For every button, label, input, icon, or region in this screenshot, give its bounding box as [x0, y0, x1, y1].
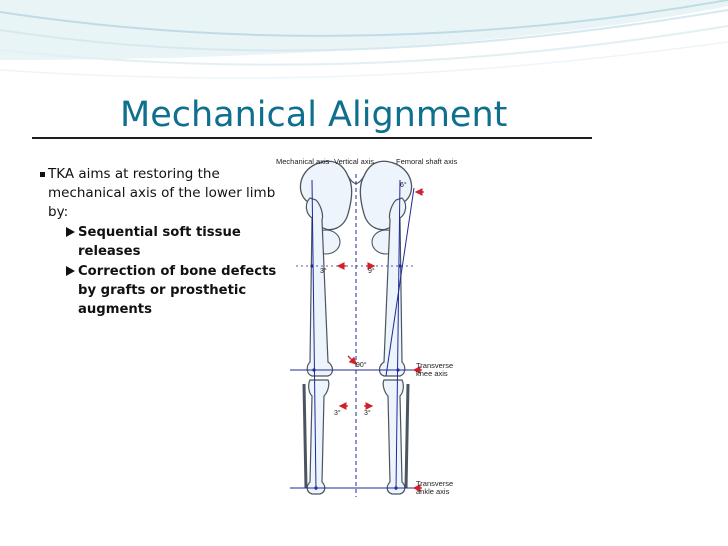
left-hip-angle: 3°	[320, 268, 327, 275]
femoral-shaft-angle: 6°	[400, 182, 407, 189]
right-hip-angle: 9°	[368, 268, 375, 275]
transverse-ankle-axis-label: Transverse ankle axis	[416, 479, 454, 496]
bullet-list: TKA aims at restoring the mechanical axi…	[40, 165, 292, 319]
bullet-item: TKA aims at restoring the mechanical axi…	[40, 165, 292, 222]
arrow-bullet-icon	[66, 266, 75, 276]
bullet-text: TKA aims at restoring the mechanical axi…	[48, 166, 276, 220]
sub-bullet-item: Sequential soft tissue releases	[66, 223, 292, 261]
header-decoration	[0, 0, 728, 79]
leg-alignment-illustration	[290, 160, 424, 497]
sub-bullet-text: Correction of bone defects by grafts or …	[78, 264, 277, 317]
mechanical-axis-label: Mechanical axis	[276, 157, 330, 166]
slide-title: Mechanical Alignment	[120, 95, 508, 135]
transverse-knee-axis-label: Transverse knee axis	[416, 361, 454, 378]
right-tibia-angle: 3°	[364, 410, 371, 417]
sub-bullet-text: Sequential soft tissue releases	[78, 225, 241, 259]
square-bullet-icon	[40, 172, 45, 177]
arrow-bullet-icon	[66, 227, 75, 237]
leg-alignment-figure: Mechanical axis Vertical axis Femoral sh…	[276, 152, 476, 512]
knee-angle: 90°	[356, 362, 367, 369]
left-tibia-angle: 3°	[334, 410, 341, 417]
vertical-axis-label: Vertical axis	[334, 157, 375, 166]
sub-bullet-item: Correction of bone defects by grafts or …	[66, 262, 292, 319]
title-underline	[32, 137, 592, 139]
femoral-shaft-axis-label: Femoral shaft axis	[396, 157, 458, 166]
slide-title-block: Mechanical Alignment	[32, 95, 592, 141]
